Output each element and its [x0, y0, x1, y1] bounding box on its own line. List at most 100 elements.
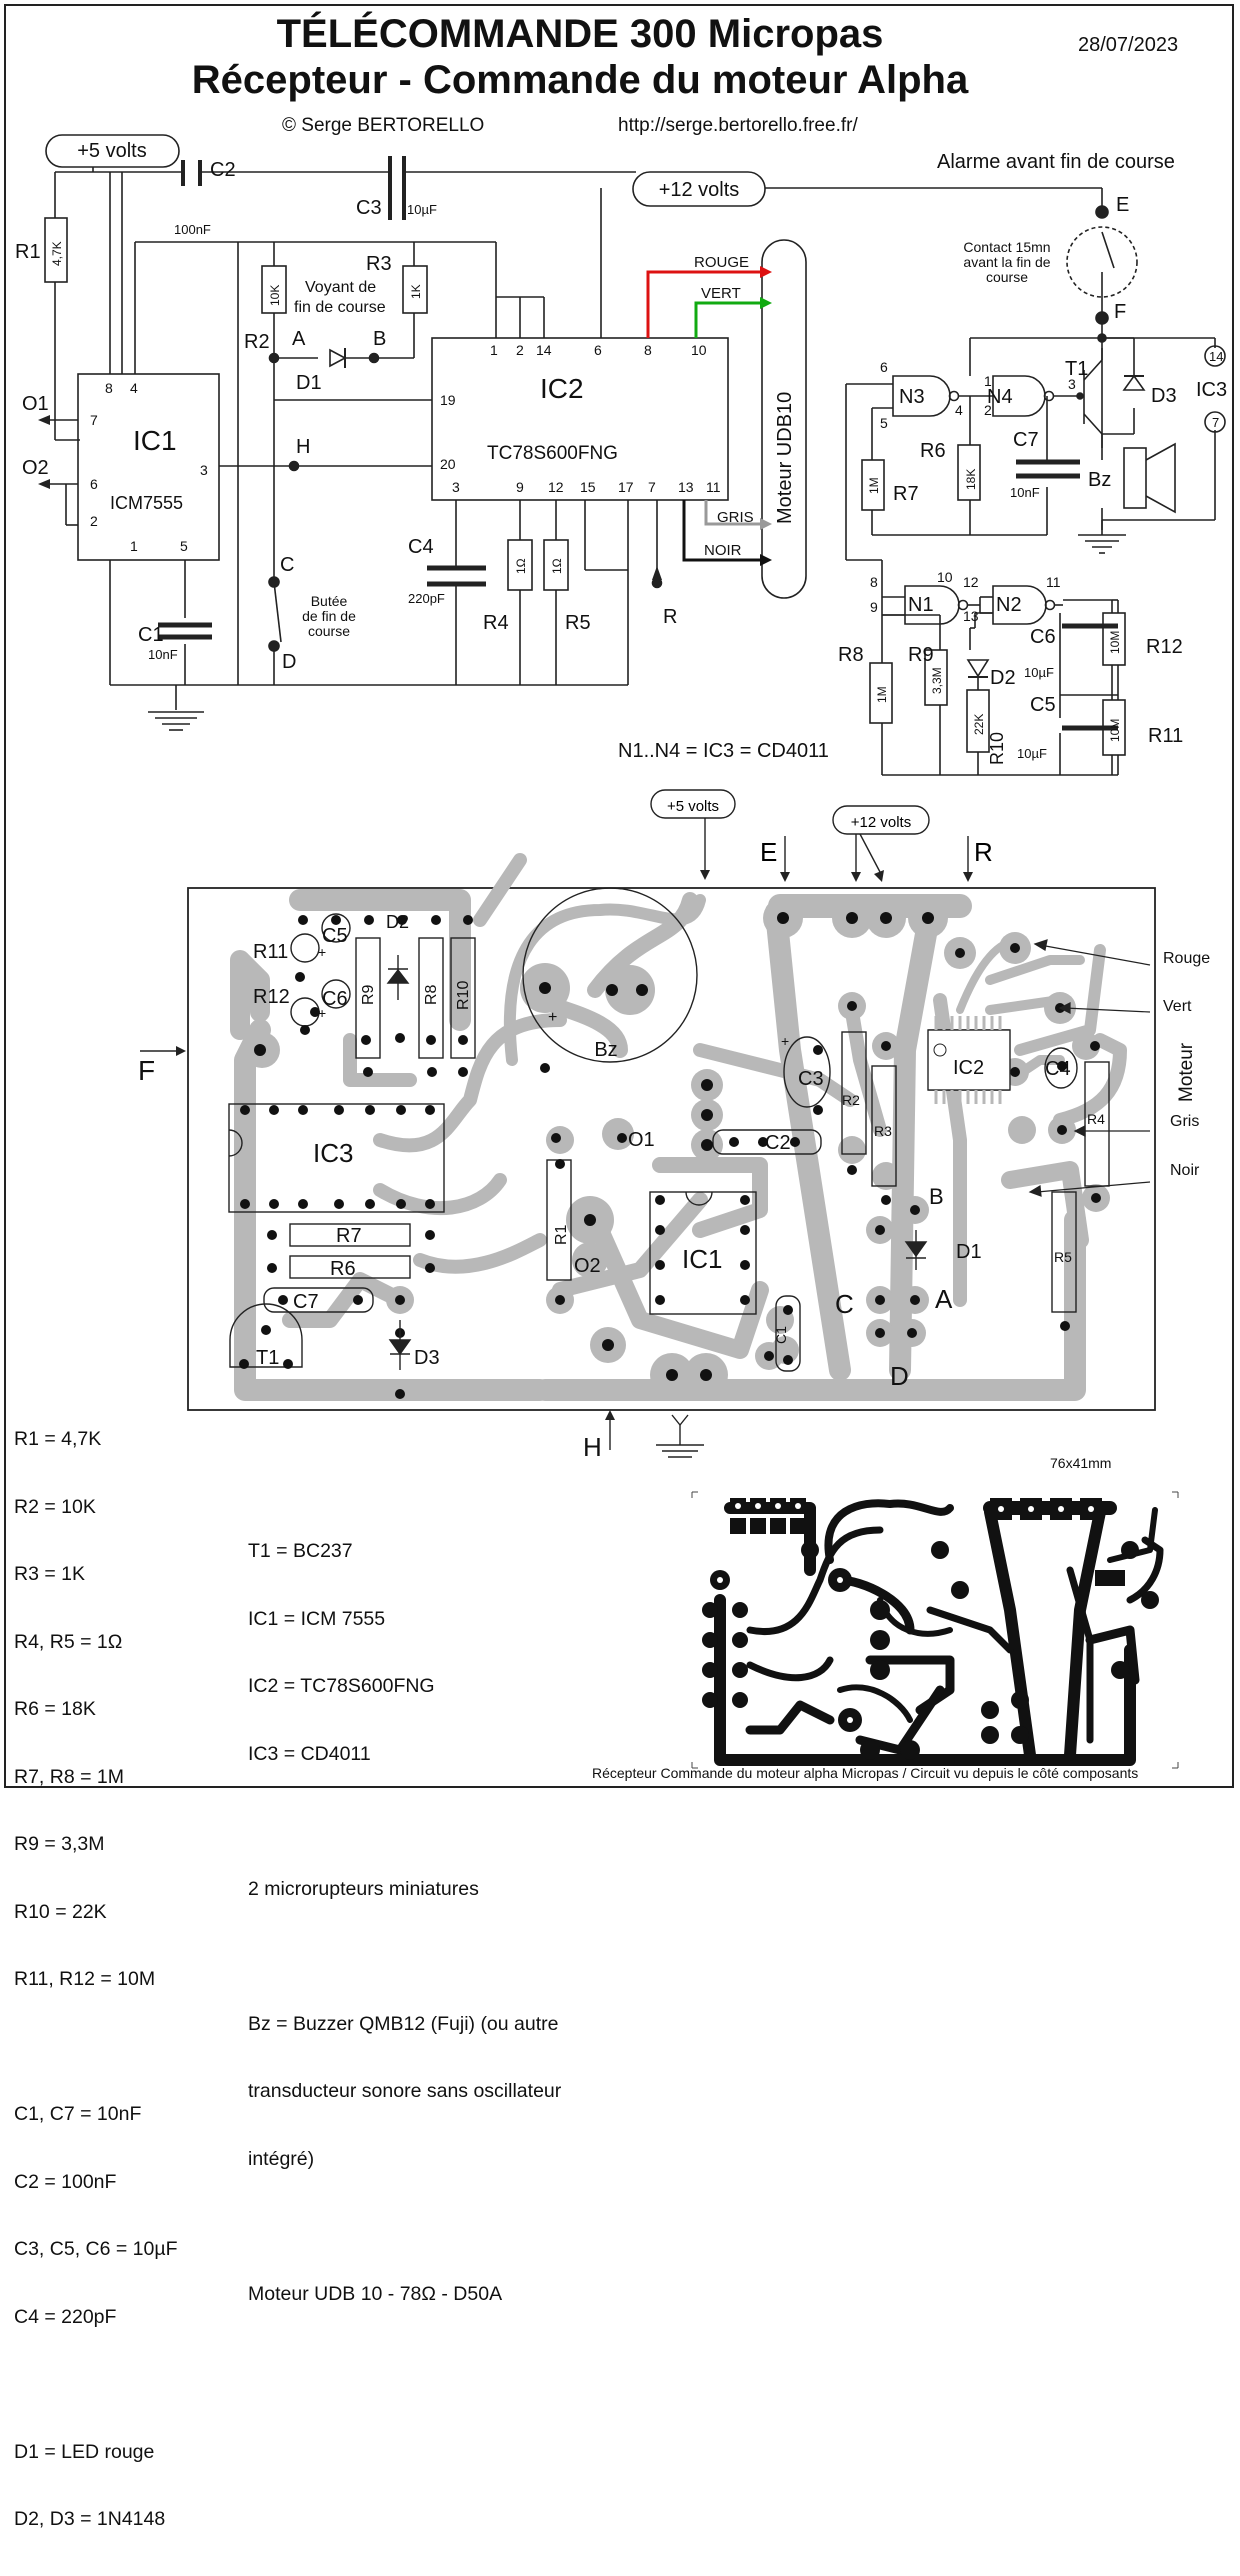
- voyant-label-1: Voyant de: [305, 279, 376, 296]
- pcb-c-label: C: [835, 1289, 854, 1319]
- o2-label: O2: [22, 457, 49, 479]
- board-dimension: 76x41mm: [1050, 1455, 1112, 1471]
- pcb-c6-label: C6: [322, 988, 348, 1010]
- bom-left-list: R1 = 4,7K R2 = 10K R3 = 1K R4, R5 = 1Ω R…: [14, 1383, 178, 2576]
- bom-line: R4, R5 = 1Ω: [14, 1630, 123, 1653]
- r3-label: R3: [366, 253, 392, 275]
- c5-value: 10µF: [1017, 746, 1047, 761]
- svg-text:12: 12: [963, 574, 979, 590]
- wire-vert-label: VERT: [701, 285, 741, 302]
- pcb-gris-label: Gris: [1170, 1113, 1199, 1130]
- c4-label: C4: [408, 536, 434, 558]
- c1-label: C1: [138, 624, 164, 646]
- pcb-c5-plus: +: [318, 944, 326, 960]
- pcb-r4-label: R4: [1087, 1111, 1105, 1127]
- n4-label: N4: [987, 386, 1013, 408]
- r9-label: R9: [908, 644, 934, 666]
- svg-text:9: 9: [870, 599, 878, 615]
- h-label: H: [296, 436, 310, 458]
- svg-text:9: 9: [516, 479, 524, 495]
- bom-line: 2 microrupteurs miniatures: [248, 1877, 479, 1900]
- footer-caption: Récepteur Commande du moteur alpha Micro…: [592, 1765, 1139, 1781]
- author-credit: © Serge BERTORELLO: [282, 115, 485, 136]
- bom-line: D2, D3 = 1N4148: [14, 2508, 166, 2530]
- pcb-d1-label: D1: [956, 1241, 982, 1263]
- pcb-b-label: B: [929, 1184, 944, 1209]
- c2-value: 100nF: [174, 222, 211, 237]
- r9-value: 3,3M: [930, 667, 944, 694]
- pin-14: 14: [1209, 349, 1223, 364]
- r6-value: 18K: [964, 469, 978, 490]
- pcb-r1-label: R1: [553, 1224, 570, 1245]
- svg-text:12: 12: [548, 479, 564, 495]
- svg-text:8: 8: [870, 574, 878, 590]
- n1-label: N1: [908, 594, 934, 616]
- pcb-o1-label: O1: [628, 1129, 655, 1151]
- c2-label: C2: [210, 159, 236, 181]
- pcb-ic3-label: IC3: [313, 1138, 353, 1168]
- r-label: R: [663, 606, 677, 628]
- r1-value: 4,7K: [50, 241, 64, 266]
- pcb-r8-label: R8: [423, 984, 440, 1005]
- svg-text:1: 1: [490, 342, 498, 358]
- svg-text:19: 19: [440, 392, 456, 408]
- svg-text:7: 7: [90, 412, 98, 428]
- r5-label: R5: [565, 612, 591, 634]
- pcb-r-label: R: [974, 837, 993, 867]
- pcb-d3-label: D3: [414, 1347, 440, 1369]
- supply-5v-label: +5 volts: [77, 140, 146, 162]
- pcb-c5-label: C5: [322, 925, 348, 947]
- c7-value: 10nF: [1010, 485, 1040, 500]
- c4-value: 220pF: [408, 591, 445, 606]
- voyant-label-2: fin de course: [294, 299, 386, 316]
- pcb-r12-label: R12: [253, 986, 290, 1008]
- c6-label: C6: [1030, 626, 1056, 648]
- bom-line: IC1 = ICM 7555: [248, 1607, 386, 1630]
- bom-line: R6 = 18K: [14, 1698, 96, 1720]
- svg-text:11: 11: [1046, 574, 1061, 590]
- pcb-c3-label: C3: [798, 1068, 824, 1090]
- pcb-f-label: F: [138, 1055, 155, 1086]
- bom-line: D1 = LED rouge: [14, 2440, 155, 2463]
- contact-label-2: avant la fin de: [963, 254, 1050, 270]
- a-label: A: [292, 328, 306, 350]
- svg-text:5: 5: [180, 538, 188, 554]
- c3-label: C3: [356, 197, 382, 219]
- r8-label: R8: [838, 644, 864, 666]
- r8-value: 1M: [875, 686, 889, 703]
- ic1-label: IC1: [133, 425, 177, 456]
- pcb-r5-label: R5: [1054, 1249, 1072, 1265]
- butee-label-1: Butée: [311, 593, 348, 609]
- svg-text:10: 10: [691, 342, 707, 358]
- r6-label: R6: [920, 440, 946, 462]
- r5-value: 1Ω: [550, 558, 564, 574]
- ic2-part: TC78S600FNG: [487, 443, 618, 464]
- pcb-h-label: H: [583, 1432, 602, 1460]
- r3-value: 1K: [409, 284, 423, 299]
- c1-value: 10nF: [148, 647, 178, 662]
- svg-text:5: 5: [880, 415, 888, 431]
- svg-text:8: 8: [105, 380, 113, 396]
- t1-label: T1: [1065, 358, 1088, 380]
- r4-value: 1Ω: [514, 558, 528, 574]
- schematic-sheet: TÉLÉCOMMANDE 300 Micropas Récepteur - Co…: [4, 4, 1234, 2530]
- bom-line: C2 = 100nF: [14, 2170, 117, 2193]
- circuit-schematic: +5 volts +12 volts Alarme avant fin de c…: [15, 134, 1227, 776]
- bom-line: R1 = 4,7K: [14, 1428, 102, 1450]
- svg-text:3: 3: [1068, 376, 1076, 392]
- svg-text:2: 2: [90, 513, 98, 529]
- pcb-c3-plus: +: [781, 1033, 789, 1049]
- b-label: B: [373, 328, 386, 350]
- d3-label: D3: [1151, 385, 1177, 407]
- svg-text:20: 20: [440, 456, 456, 472]
- bom-line: R9 = 3,3M: [14, 1833, 105, 1855]
- alarm-label: Alarme avant fin de course: [937, 151, 1175, 173]
- bom-line: Bz = Buzzer QMB12 (Fuji) (ou autre: [248, 2012, 559, 2035]
- svg-text:17: 17: [618, 479, 634, 495]
- wire-noir-label: NOIR: [704, 542, 742, 559]
- pcb-c2-label: C2: [765, 1132, 791, 1154]
- motor-label: Moteur UDB10: [774, 392, 796, 524]
- svg-text:10: 10: [937, 569, 953, 585]
- bom-line: intégré): [248, 2147, 315, 2170]
